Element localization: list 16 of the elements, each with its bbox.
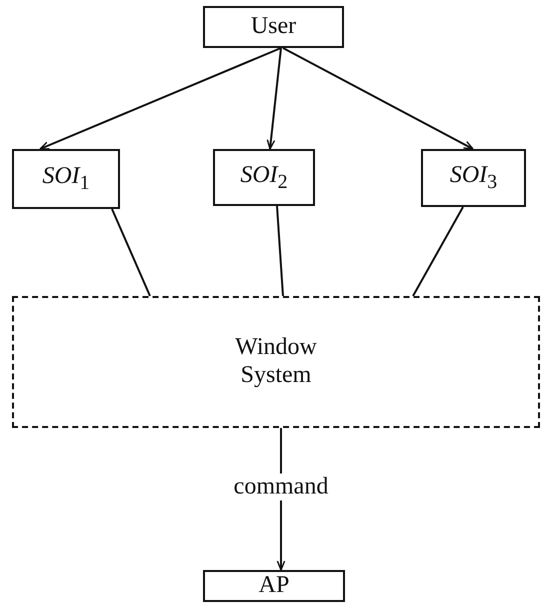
node-label: AP xyxy=(258,572,290,600)
edge-label: command xyxy=(232,474,330,500)
arrow xyxy=(266,48,282,150)
process-box xyxy=(203,6,344,48)
process-box xyxy=(203,570,345,602)
node-label: SOI$_{3}$ xyxy=(450,162,498,194)
process-box xyxy=(213,149,315,206)
process-box xyxy=(12,149,120,209)
node-label: Window System xyxy=(234,334,318,390)
node-label: User xyxy=(250,13,296,41)
process-box xyxy=(421,149,526,207)
dashed-region xyxy=(12,296,540,428)
arrow xyxy=(39,47,282,150)
node-label: SOI$_{2}$ xyxy=(240,162,288,194)
arrow xyxy=(282,47,474,150)
node-label: SOI$_{1}$ xyxy=(42,163,90,195)
